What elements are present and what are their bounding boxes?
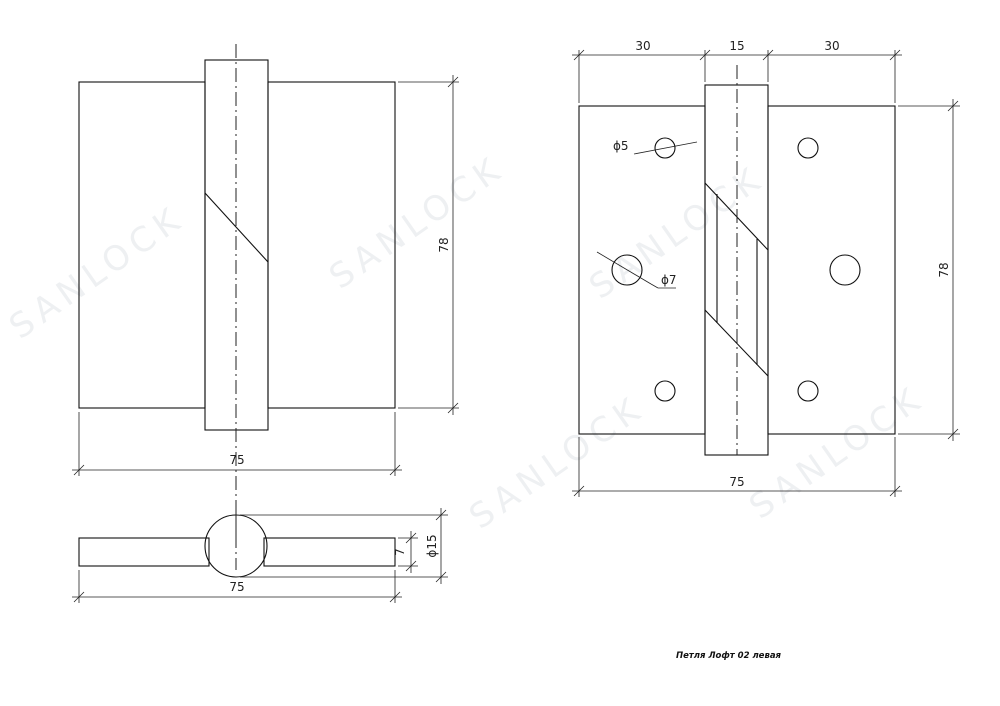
- leaf-right-dim-label: 30: [824, 39, 839, 53]
- leaf-left-dim-label: 30: [635, 39, 650, 53]
- small-hole-dim-label: ϕ5: [613, 139, 629, 153]
- top-view: 75 7 ϕ15: [72, 508, 448, 603]
- height-dim-label: 78: [437, 237, 451, 252]
- height-dim-label: 78: [937, 262, 951, 277]
- screw-hole-large: [829, 254, 861, 286]
- small-hole-dimension: ϕ5: [613, 139, 698, 155]
- large-hole-dim-label: ϕ7: [661, 273, 677, 287]
- watermark: SANLOCK: [582, 158, 772, 307]
- height-dimension: 78: [898, 99, 960, 441]
- top-dimensions: 30 15 30: [572, 39, 902, 103]
- width-dimension: 75: [72, 570, 402, 603]
- knuckle-dim-label: 15: [729, 39, 744, 53]
- watermark: SANLOCK: [742, 378, 932, 527]
- width-dimension: 75: [72, 412, 402, 476]
- width-dimension: 75: [572, 437, 902, 497]
- watermark: SANLOCK: [462, 388, 652, 537]
- screw-hole-small: [797, 137, 819, 159]
- screw-hole-small: [797, 380, 819, 402]
- diameter-dimension: ϕ15: [240, 508, 448, 584]
- height-dimension: 78: [398, 75, 459, 415]
- watermark: SANLOCK: [2, 198, 192, 347]
- left-leaf-section: [78, 537, 210, 567]
- thickness-dim-label: 7: [393, 548, 407, 556]
- width-dim-label: 75: [229, 580, 244, 594]
- rear-view: ϕ5 ϕ7 30 15 30 78 7: [572, 39, 960, 497]
- width-dim-label: 75: [729, 475, 744, 489]
- watermarks: SANLOCK SANLOCK SANLOCK SANLOCK SANLOCK: [2, 148, 932, 537]
- screw-hole-small: [654, 380, 676, 402]
- right-leaf-section: [263, 537, 396, 567]
- screw-hole-small: [654, 137, 676, 159]
- large-hole-dimension: ϕ7: [596, 251, 677, 289]
- watermark: SANLOCK: [322, 148, 512, 297]
- screw-hole-large: [611, 254, 643, 286]
- drawing-title: Петля Лофт 02 левая: [676, 651, 782, 661]
- thickness-dimension: 7: [393, 531, 418, 573]
- right-leaf: [767, 105, 896, 435]
- front-view: 75 78: [72, 44, 459, 540]
- diameter-dim-label: ϕ15: [425, 534, 439, 557]
- width-dim-label: 75: [229, 453, 244, 467]
- knuckle-split-line: [204, 192, 269, 263]
